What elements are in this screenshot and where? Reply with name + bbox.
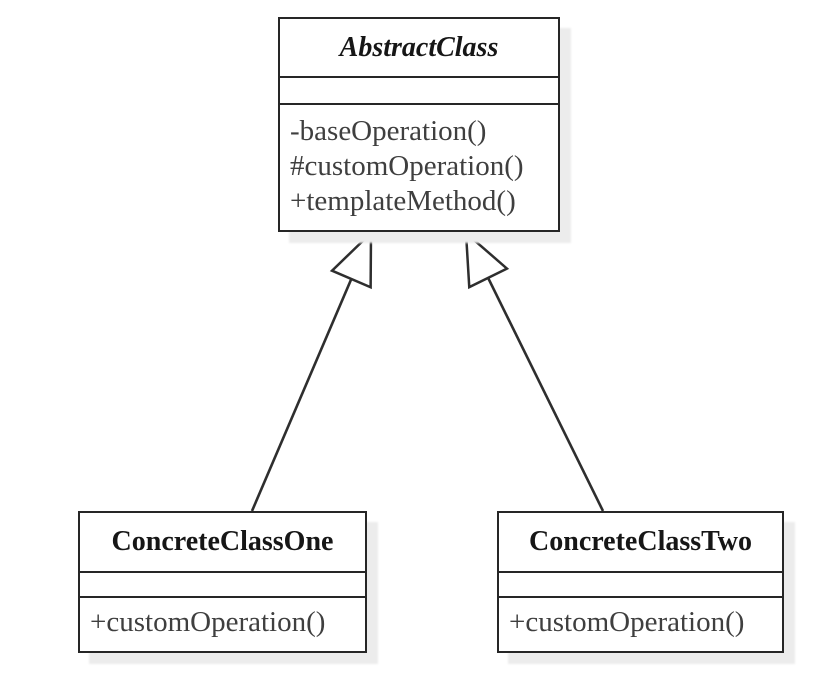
class-box-concrete-class-one: ConcreteClassOne +customOperation() [78, 511, 367, 653]
methods-compartment: +customOperation() [499, 598, 782, 647]
generalization-line-two [464, 230, 605, 512]
attributes-compartment [80, 573, 365, 598]
class-name-label: ConcreteClassTwo [499, 513, 782, 573]
generalization-line-one [250, 230, 373, 512]
class-name-label: AbstractClass [280, 19, 558, 78]
attributes-compartment [499, 573, 782, 598]
class-name-label: ConcreteClassOne [80, 513, 365, 573]
class-box-abstract-class: AbstractClass -baseOperation() #customOp… [278, 17, 560, 232]
method-label: -baseOperation() [290, 115, 487, 147]
method-label: #customOperation() [290, 150, 524, 182]
class-box-concrete-class-two: ConcreteClassTwo +customOperation() [497, 511, 784, 653]
methods-compartment: +customOperation() [80, 598, 365, 647]
attributes-compartment [280, 78, 558, 105]
method-label: +templateMethod() [290, 185, 516, 217]
method-label: +customOperation() [509, 606, 745, 638]
methods-compartment: -baseOperation() #customOperation() +tem… [280, 105, 558, 219]
method-label: +customOperation() [90, 606, 326, 638]
